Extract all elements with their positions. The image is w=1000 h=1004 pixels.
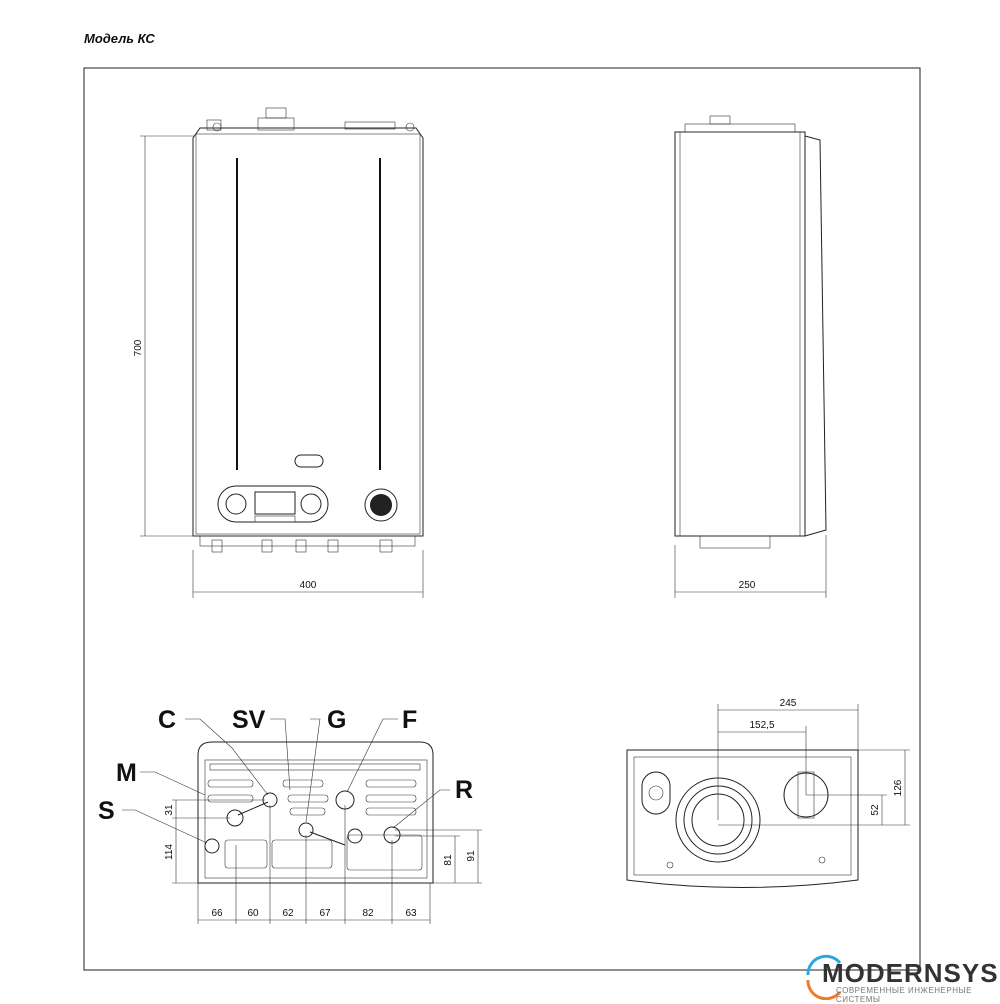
- dim-81: 81: [443, 854, 454, 866]
- logo-name: MODERNSYS: [822, 958, 999, 988]
- dim-31: 31: [164, 804, 175, 816]
- dim-126: 126: [893, 779, 904, 796]
- label-sv: SV: [232, 706, 266, 734]
- depth-dimension: 250: [739, 580, 756, 591]
- logo-ring-icon: [806, 954, 842, 1000]
- dim-114: 114: [164, 844, 175, 860]
- logo: MODERNSYS СОВРЕМЕННЫЕ ИНЖЕНЕРНЫЕ СИСТЕМЫ: [800, 956, 1000, 1004]
- front-view: 700 400: [133, 107, 424, 598]
- side-view: 250: [674, 115, 827, 598]
- dim-62: 62: [282, 908, 294, 919]
- top-view: 245 152,5 126 52: [626, 698, 910, 888]
- dim-91: 91: [466, 850, 477, 862]
- bottom-view: C SV G F M S R 66 60 62 67 82 63 31 114: [98, 706, 482, 924]
- dim-82: 82: [362, 908, 374, 919]
- logo-tagline: СОВРЕМЕННЫЕ ИНЖЕНЕРНЫЕ СИСТЕМЫ: [836, 986, 972, 1004]
- label-s: S: [98, 797, 115, 825]
- label-c: C: [158, 706, 176, 734]
- page-title: Модель КС: [84, 31, 155, 46]
- dim-63: 63: [405, 908, 417, 919]
- dim-60: 60: [247, 908, 259, 919]
- dim-66: 66: [211, 908, 223, 919]
- dim-152-5: 152,5: [749, 720, 774, 731]
- label-r: R: [455, 776, 473, 804]
- dim-245: 245: [780, 698, 797, 709]
- drawing-frame: [83, 67, 921, 971]
- width-dimension: 400: [300, 580, 317, 591]
- label-m: M: [116, 759, 137, 787]
- label-g: G: [327, 706, 346, 734]
- dim-52: 52: [870, 804, 881, 816]
- height-dimension: 700: [133, 339, 144, 356]
- dim-67: 67: [319, 908, 331, 919]
- label-f: F: [402, 706, 417, 734]
